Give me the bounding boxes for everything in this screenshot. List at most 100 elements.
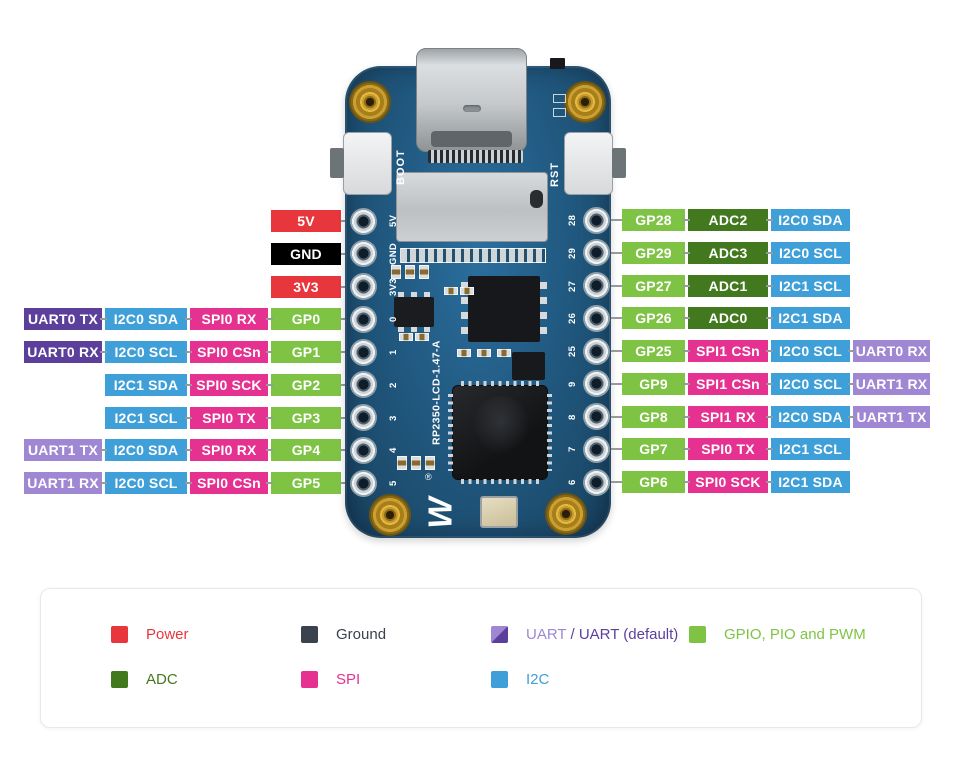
smd-chip bbox=[512, 352, 545, 380]
pin-function-label: 3V3 bbox=[271, 276, 341, 298]
pin-function-label: GND bbox=[271, 243, 341, 265]
pin-function-label: GP6 bbox=[622, 471, 685, 493]
smd-component bbox=[477, 349, 491, 357]
legend-label: UART / UART (default) bbox=[526, 626, 678, 643]
legend-swatch-ground bbox=[301, 625, 318, 643]
pin-function-label: GP25 bbox=[622, 340, 685, 362]
silkscreen-pin-number: 3 bbox=[388, 414, 399, 421]
mounting-standoff bbox=[564, 81, 606, 123]
pin-hole bbox=[349, 273, 377, 300]
legend-swatch-adc bbox=[111, 670, 128, 688]
pin-function-label: ADC2 bbox=[683, 209, 768, 231]
legend-item-adc: ADC bbox=[111, 670, 178, 688]
pin-function-label: GP29 bbox=[622, 242, 685, 264]
smd-component bbox=[460, 287, 474, 295]
waveshare-logo: W bbox=[422, 497, 459, 529]
pin-function-label: UART0 RX bbox=[24, 341, 102, 363]
silkscreen-pin-number: 0 bbox=[388, 316, 399, 323]
pin-function-label: I2C1 SCL bbox=[766, 438, 850, 460]
legend-item-i2c: I2C bbox=[491, 670, 549, 688]
pin-function-label: I2C0 SDA bbox=[766, 406, 850, 428]
pin-function-label: UART1 RX bbox=[848, 373, 930, 395]
shield-latch bbox=[530, 190, 543, 208]
pin-function-label: SPI0 CSn bbox=[185, 472, 268, 494]
pin-function-label: UART1 TX bbox=[848, 406, 930, 428]
pin-function-label: GP0 bbox=[266, 308, 341, 330]
pin-hole bbox=[582, 370, 610, 398]
lcd-shield bbox=[396, 172, 548, 242]
regulator-chip bbox=[394, 292, 434, 332]
legend-label: Ground bbox=[336, 625, 387, 643]
silkscreen-pin-number: 27 bbox=[567, 279, 578, 292]
pin-hole bbox=[349, 436, 377, 464]
pin-function-label: SPI0 RX bbox=[185, 439, 268, 461]
legend-item-spi: SPI bbox=[301, 670, 360, 688]
pin-function-label: GP5 bbox=[266, 472, 341, 494]
pin-function-label: GP26 bbox=[622, 307, 685, 329]
silkscreen-pin-number: 5 bbox=[388, 480, 399, 486]
pin-function-label: GP9 bbox=[622, 373, 685, 395]
silkscreen-pin-number: 28 bbox=[567, 214, 578, 226]
pin-hole bbox=[349, 404, 377, 431]
silkscreen-pin-number: 6 bbox=[567, 479, 578, 485]
pin-hole bbox=[582, 272, 610, 299]
pin-function-label: I2C1 SCL bbox=[105, 407, 187, 429]
pin-function-label: I2C1 SDA bbox=[105, 374, 187, 396]
boot-button bbox=[330, 132, 392, 195]
pin-hole bbox=[349, 305, 377, 333]
smd-component bbox=[425, 456, 435, 470]
pin-hole bbox=[349, 240, 377, 268]
silkscreen-pin-number: 2 bbox=[388, 381, 399, 388]
legend-label-part: / bbox=[566, 625, 579, 643]
pin-function-label: I2C0 SCL bbox=[766, 242, 850, 264]
pin-function-label: ADC1 bbox=[683, 275, 768, 297]
pin-function-label: GP8 bbox=[622, 406, 685, 428]
pin-function-label: 5V bbox=[271, 210, 341, 232]
legend-swatch-gpio bbox=[689, 625, 706, 643]
pin-function-label: SPI0 CSn bbox=[185, 341, 268, 363]
pin-function-label: UART1 TX bbox=[24, 439, 102, 461]
legend-item-power: Power bbox=[111, 625, 189, 643]
pin-function-label: SPI0 SCK bbox=[185, 374, 268, 396]
pin-function-label: I2C0 SDA bbox=[100, 308, 187, 330]
legend-item-uart_split: UART / UART (default) bbox=[491, 625, 678, 643]
smd-component bbox=[415, 333, 429, 341]
legend-label: Power bbox=[146, 625, 189, 643]
pin-function-label: GP27 bbox=[622, 275, 685, 297]
legend-swatch-power bbox=[111, 625, 128, 643]
pin-function-label: SPI0 TX bbox=[683, 438, 768, 460]
smd-component bbox=[405, 265, 415, 279]
mcu-chip bbox=[448, 381, 552, 484]
reset-button bbox=[564, 132, 626, 195]
pin-function-label: UART0 RX bbox=[848, 340, 930, 362]
mounting-standoff bbox=[545, 493, 587, 535]
pin-function-label: I2C0 SCL bbox=[766, 373, 850, 395]
mcu-pins bbox=[448, 394, 453, 471]
pin-function-label: I2C0 SDA bbox=[766, 209, 850, 231]
pin-row-3V3: 3V3 bbox=[271, 276, 354, 298]
pin-function-label: I2C0 SCL bbox=[766, 340, 850, 362]
pin-function-label: ADC0 bbox=[683, 307, 768, 329]
pin-hole bbox=[582, 403, 610, 430]
pin-function-label: GP3 bbox=[266, 407, 341, 429]
pin-function-label: GP2 bbox=[266, 374, 341, 396]
pin-function-label: ADC3 bbox=[683, 242, 768, 264]
silkscreen-pin-number: 25 bbox=[567, 345, 578, 357]
pin-function-label: I2C0 SDA bbox=[100, 439, 187, 461]
legend-label-part: UART bbox=[526, 625, 567, 643]
silkscreen-pin-number: 7 bbox=[567, 446, 578, 453]
pin-function-label: I2C0 SCL bbox=[100, 472, 187, 494]
mounting-standoff bbox=[369, 494, 411, 536]
